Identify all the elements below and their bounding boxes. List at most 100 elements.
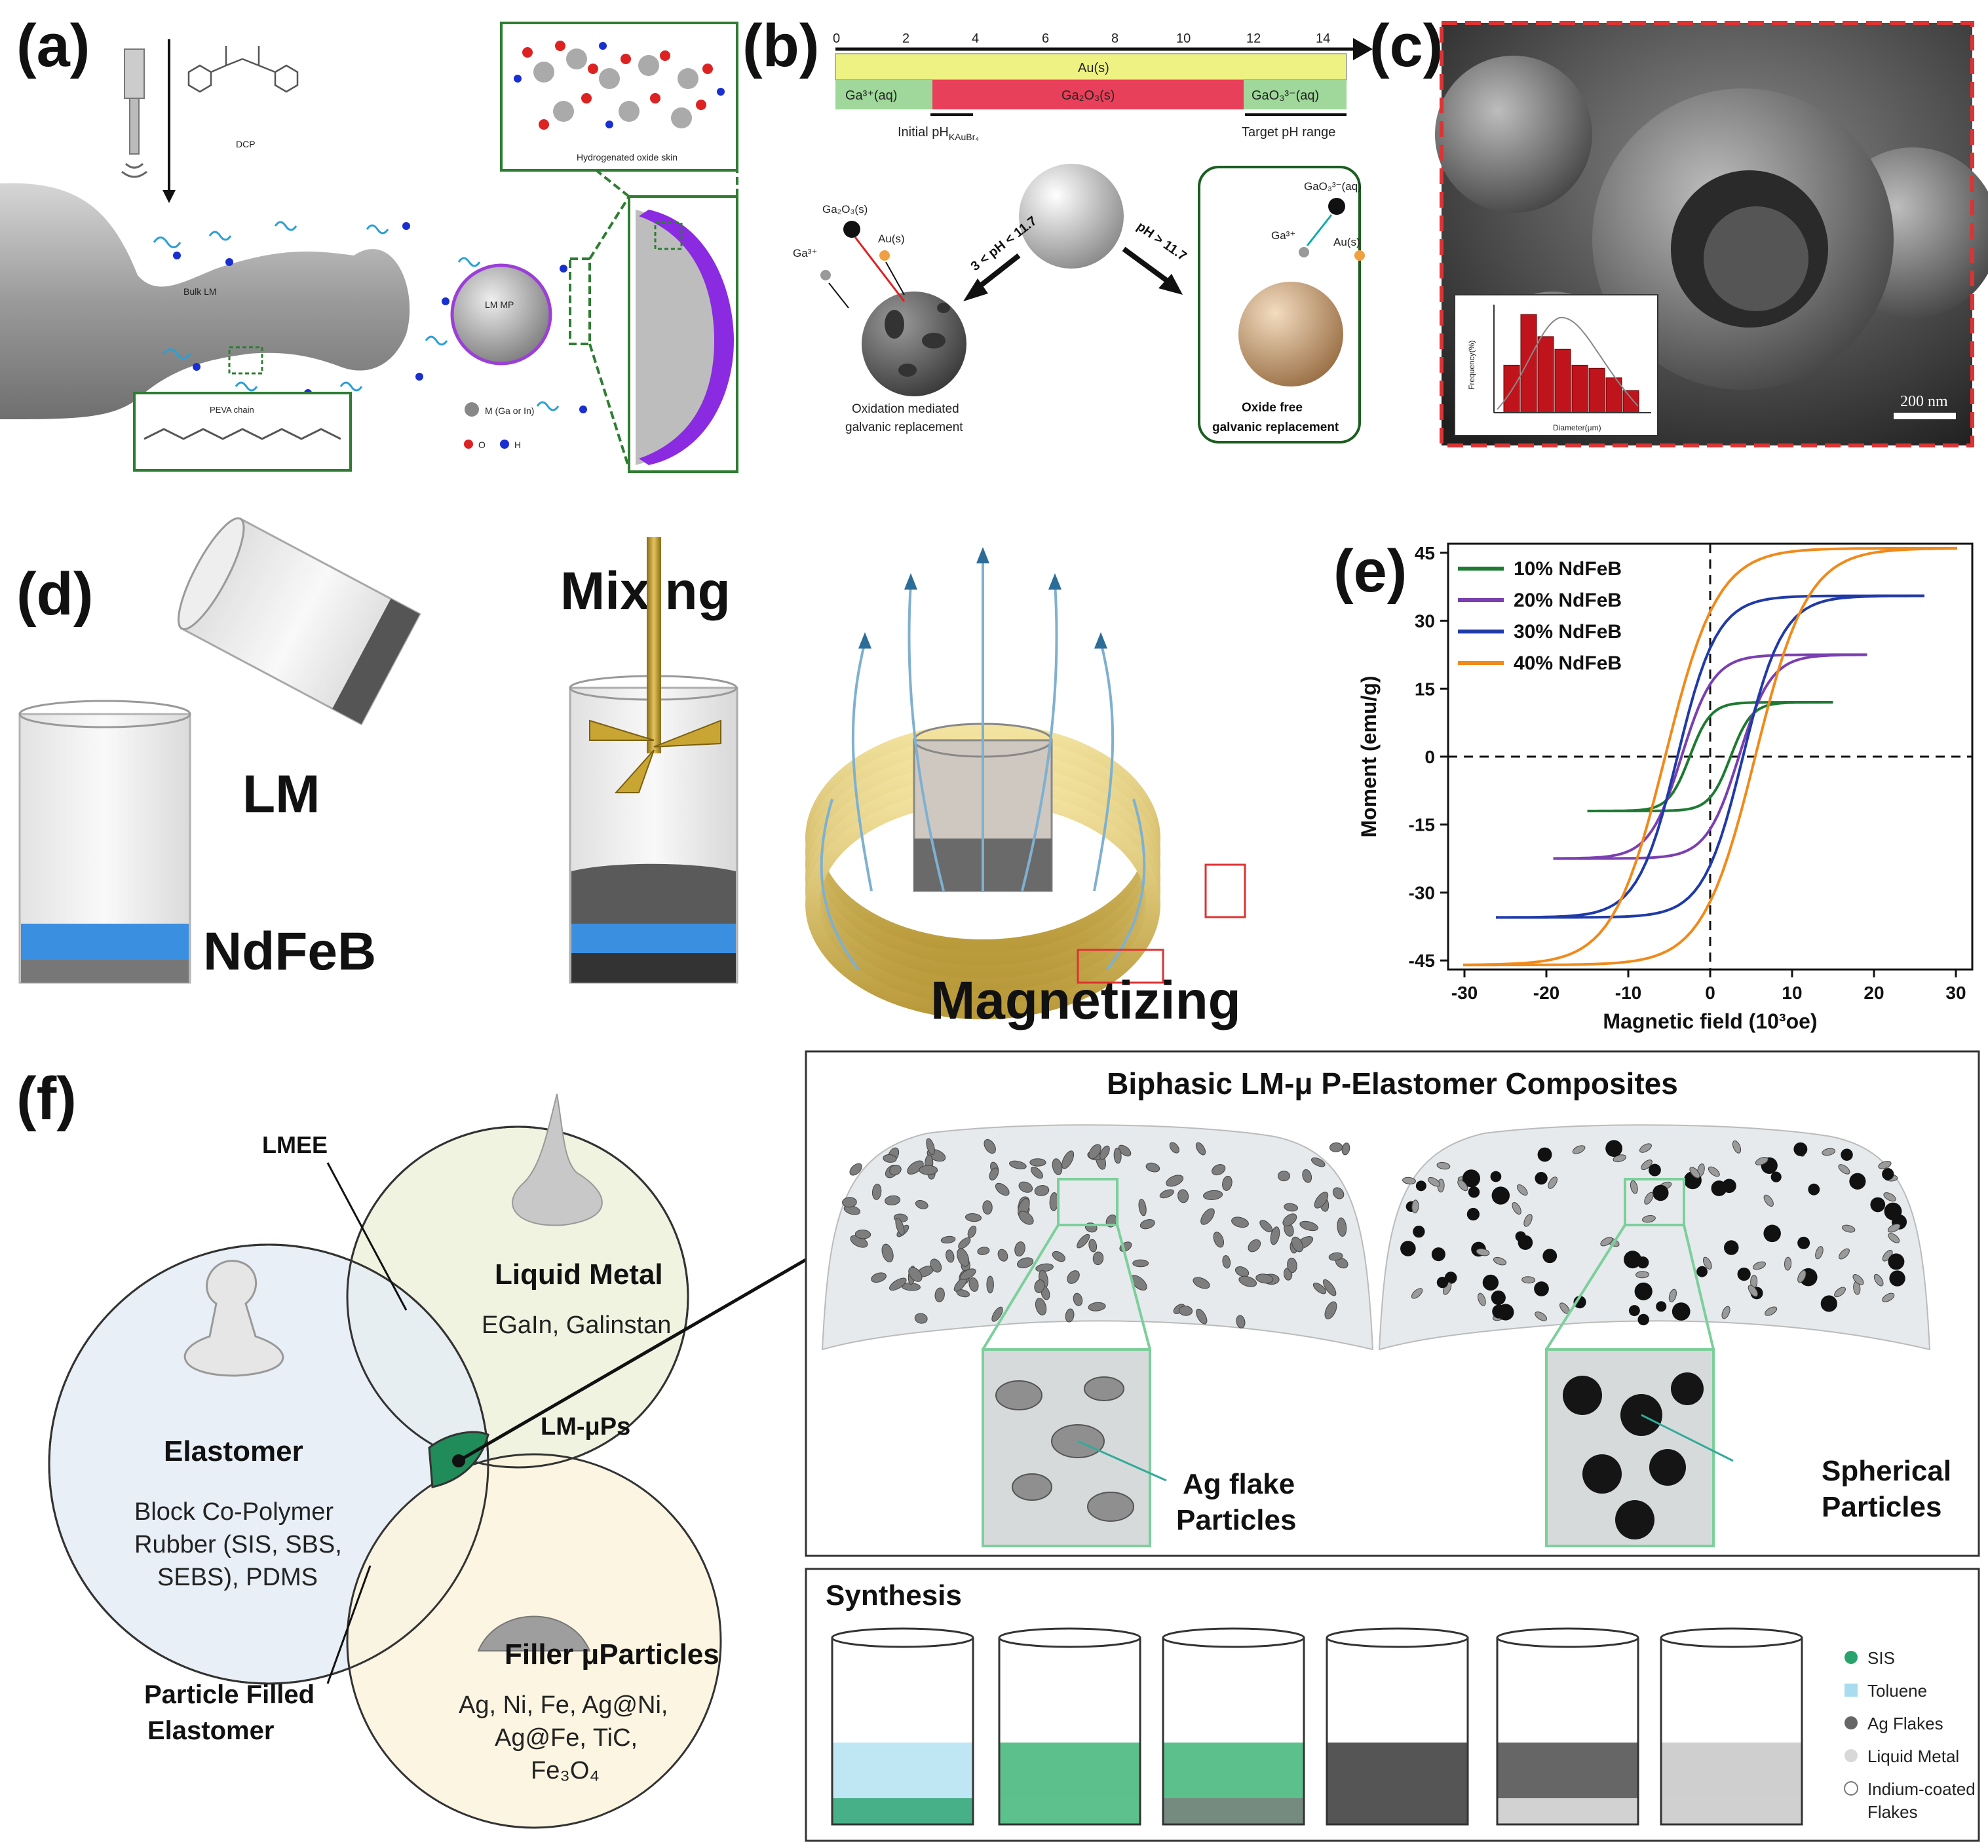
lm-ups-label: LM-μPs [541, 1413, 630, 1441]
legend-entry: 10% NdFeB [1514, 558, 1622, 580]
sphere-particle [1431, 1247, 1445, 1262]
flake-particle [1118, 1144, 1132, 1157]
sphere-particle [1737, 1267, 1751, 1281]
flake-particle [854, 1230, 871, 1239]
legend-entry: 20% NdFeB [1514, 590, 1622, 611]
flake-particle [1548, 1177, 1558, 1189]
sphere-particle [1515, 1231, 1526, 1242]
svg-text:12: 12 [1246, 31, 1261, 46]
sphere-particle [1849, 1173, 1866, 1190]
arrow-right [1122, 246, 1175, 288]
panel-d: LM NdFeB Mixing Magnetizing [18, 517, 1246, 1030]
sphere-particle [1652, 1184, 1669, 1201]
sonicator-probe [124, 48, 145, 99]
oxide-skin-label: Hydrogenated oxide skin [577, 152, 678, 162]
flake-particle [1222, 1255, 1231, 1269]
synthesis-title: Synthesis [826, 1579, 962, 1612]
flake-particle [926, 1138, 935, 1156]
histogram-bars [1503, 314, 1639, 413]
flake-particle [997, 1249, 1008, 1262]
flake-particle [1457, 1179, 1468, 1192]
flake-particle [957, 1248, 970, 1267]
flake-particle [940, 1235, 956, 1244]
svg-text:Ag@Fe, TiC,: Ag@Fe, TiC, [495, 1724, 638, 1752]
sphere-particle [1797, 1236, 1810, 1249]
histogram-bar [1537, 336, 1554, 413]
sphere-particle [1723, 1240, 1739, 1255]
svg-text:2: 2 [902, 31, 909, 46]
sphere-particle [1492, 1304, 1506, 1319]
histogram-bar [1503, 364, 1520, 413]
flake-particle [1332, 1187, 1345, 1199]
svg-text:GaO₃³⁻(aq): GaO₃³⁻(aq) [1304, 180, 1362, 193]
sphere-particle [1491, 1290, 1506, 1306]
composite-slab-right [1378, 1124, 1931, 1351]
magnetizing-label: Magnetizing [930, 971, 1241, 1030]
sphere-particle [1468, 1186, 1480, 1198]
y-tick-label: -30 [1409, 882, 1435, 903]
flake-particle [1887, 1223, 1901, 1233]
x-axis-label: Magnetic field (10³oe) [1603, 1009, 1817, 1033]
flake-particle [1099, 1145, 1110, 1160]
flake-particle [965, 1213, 982, 1222]
flake-particle [1822, 1148, 1836, 1156]
flake-particle [1436, 1161, 1451, 1170]
flake-particle [1708, 1166, 1720, 1177]
filler-label: Filler μParticles [505, 1638, 719, 1670]
flake-particle [1572, 1145, 1586, 1154]
initial-ph-label: Initial pHKAuBr₄ [898, 125, 979, 142]
flake-particle [908, 1267, 923, 1282]
flake-particle [1834, 1287, 1846, 1298]
flake-particle [1270, 1226, 1280, 1245]
ph-ticks: 0 2 4 6 8 10 12 14 [833, 31, 1330, 46]
flake-particle [1873, 1273, 1884, 1287]
flake-particle [1009, 1160, 1027, 1169]
svg-text:pH > 11.7: pH > 11.7 [1134, 219, 1189, 264]
flake-particle [1212, 1164, 1226, 1176]
flake-particle [907, 1160, 924, 1175]
flake-particle [1721, 1306, 1730, 1319]
lm-beaker [177, 517, 421, 726]
legend-entry: 40% NdFeB [1514, 652, 1622, 674]
mixer-blades [589, 719, 721, 793]
flake-particle [1236, 1315, 1246, 1329]
flake-particle [1644, 1192, 1654, 1205]
sphere-particle [1888, 1253, 1905, 1270]
flake-particle [1630, 1180, 1638, 1194]
flake-particle [1178, 1306, 1193, 1316]
flake-particle [1748, 1285, 1758, 1297]
flake-particle [930, 1258, 942, 1273]
flake-particle [1052, 1251, 1065, 1262]
flake-particle [1888, 1233, 1900, 1243]
flake-particle [1277, 1171, 1290, 1182]
legend-indium-flakes: Indium-coated [1867, 1779, 1976, 1799]
sphere-particle [1649, 1163, 1661, 1177]
flake-particle [1752, 1261, 1766, 1270]
panel-d-label: (d) [16, 561, 94, 628]
flake-particle [1841, 1224, 1856, 1233]
flake-particle [1635, 1271, 1650, 1279]
flake-particle [1328, 1252, 1343, 1261]
flake-particle [1065, 1308, 1075, 1323]
x-tick-label: 30 [1945, 983, 1966, 1003]
sphere-particle [1763, 1224, 1781, 1243]
lm-mp-label: LM MP [485, 299, 514, 310]
flake-particle [986, 1275, 994, 1294]
flake-particle [1061, 1150, 1075, 1169]
flake-particle [915, 1199, 928, 1209]
sphere-particle [1820, 1295, 1837, 1312]
pfe-label-2: Elastomer [147, 1716, 274, 1745]
spherical-label-1: Spherical [1822, 1455, 1951, 1487]
flake-particle [895, 1217, 905, 1235]
flake-particle [982, 1200, 993, 1215]
histogram-bar [1622, 390, 1639, 413]
hysteresis-loop [1553, 653, 1867, 860]
lmee-label: LMEE [262, 1131, 328, 1158]
mixer-rod [647, 537, 661, 753]
flake-particle [1732, 1140, 1742, 1154]
flake-particle [1088, 1302, 1106, 1311]
flake-particle [871, 1272, 887, 1283]
sphere-particle [1634, 1282, 1653, 1300]
flake-particle [1030, 1166, 1043, 1179]
